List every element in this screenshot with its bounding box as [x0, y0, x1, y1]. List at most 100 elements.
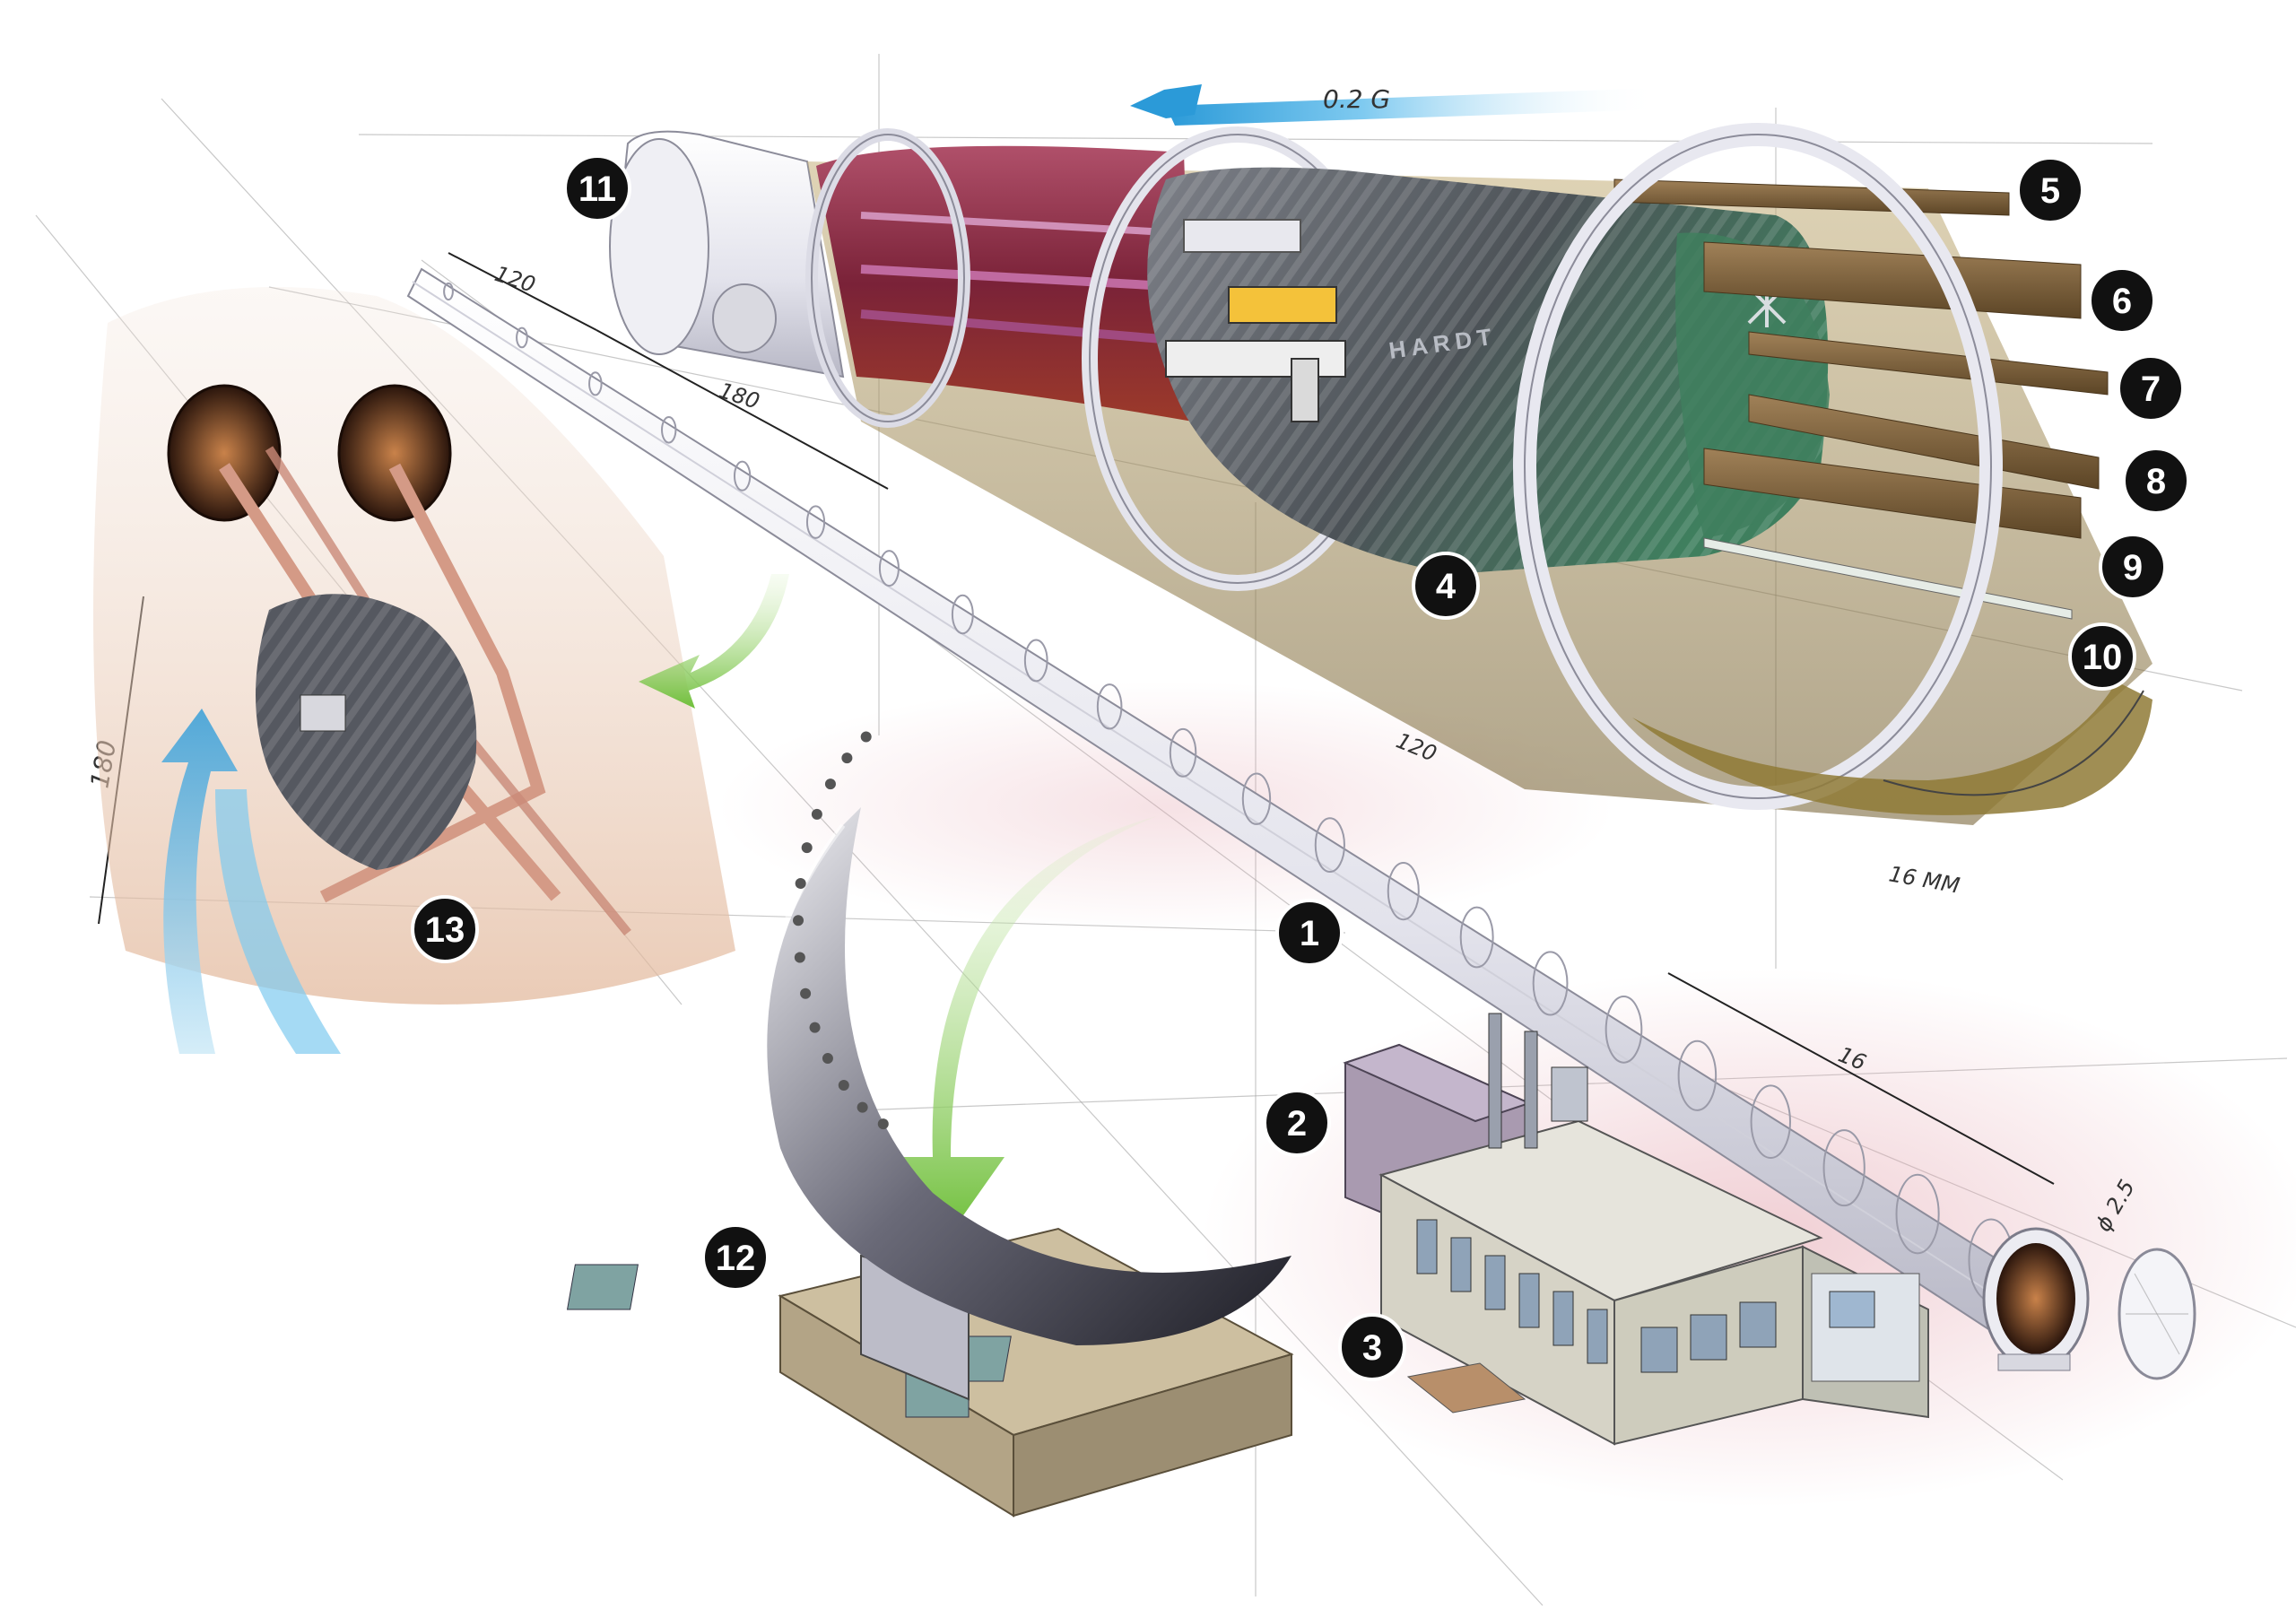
tube-ring	[588, 371, 603, 396]
callout-number: 7	[2141, 370, 2161, 409]
pipe-cluster	[1488, 1013, 1588, 1149]
tube-ring	[1314, 817, 1345, 874]
callout-number: 13	[425, 910, 465, 950]
tube-ring	[805, 505, 826, 539]
callout-number: 2	[1287, 1104, 1307, 1144]
tube-end-portal	[1982, 1227, 2090, 1371]
bolt-hole	[822, 1053, 833, 1065]
vacuum-port-icon	[712, 283, 777, 353]
callout-badge	[411, 895, 479, 963]
callout-badge	[2117, 354, 2185, 422]
callout-badge	[1263, 1089, 1331, 1157]
building-window	[1739, 1301, 1777, 1348]
tube-ring	[661, 415, 677, 444]
tube-ring	[1822, 1129, 1866, 1207]
callout-9: 9	[2099, 533, 2167, 601]
callout-number: 6	[2112, 282, 2132, 321]
tube-ring	[1677, 1040, 1718, 1111]
dim-120-top: 120	[491, 261, 538, 298]
callout-badge	[2016, 156, 2084, 224]
bolt-hole	[857, 1101, 868, 1113]
bolt-hole	[793, 915, 804, 926]
switch-detail	[93, 287, 735, 1005]
tube-shadow	[718, 682, 1614, 933]
tube-ring	[733, 460, 752, 491]
callout-6: 6	[2088, 266, 2156, 335]
tube-support	[566, 731, 1294, 1518]
callout-3: 3	[1338, 1313, 1406, 1381]
tube-ring	[1605, 996, 1643, 1064]
bolt-hole	[795, 878, 806, 890]
building-window	[1484, 1255, 1506, 1310]
control-building	[1378, 1119, 1929, 1446]
callout-number: 10	[2083, 638, 2123, 677]
bolt-hole	[841, 752, 853, 764]
callout-number: 1	[1300, 914, 1319, 953]
bolt-hole	[824, 779, 836, 790]
callout-10: 10	[2068, 622, 2136, 691]
green-arrow-small	[639, 574, 789, 709]
tube-ring	[1096, 683, 1123, 730]
building-window	[1416, 1219, 1438, 1274]
dim-180: 180	[716, 378, 762, 414]
callout-number: 12	[716, 1239, 756, 1278]
airflow-arrow	[161, 709, 341, 1054]
tube-ring	[1459, 906, 1494, 969]
callout-13: 13	[411, 895, 479, 963]
callout-badge	[2068, 622, 2136, 691]
tube-rings	[443, 282, 2014, 1302]
callout-number: 11	[578, 170, 616, 209]
callout-badge	[2122, 447, 2190, 515]
callout-number: 3	[1362, 1328, 1382, 1368]
bolt-hole	[811, 808, 822, 820]
bolt-holes	[793, 731, 889, 1130]
building-window	[1640, 1327, 1678, 1373]
callout-7: 7	[2117, 354, 2185, 422]
callout-badge	[1338, 1313, 1406, 1381]
cutaway-tube: HARDT	[609, 123, 2152, 825]
building-window	[1450, 1237, 1472, 1292]
building-windows	[1416, 1219, 1777, 1373]
bolt-hole	[877, 1118, 889, 1130]
dim-16mm: 16 MM	[1887, 861, 1962, 898]
callout-badge	[2088, 266, 2156, 335]
tube-ring	[1532, 951, 1569, 1016]
callout-number: 8	[2146, 462, 2166, 501]
callout-number: 9	[2123, 548, 2143, 587]
bolt-hole	[809, 1022, 821, 1033]
building-window	[1518, 1273, 1540, 1328]
tube-ring	[1387, 861, 1420, 921]
callout-2: 2	[1263, 1089, 1331, 1157]
tube-ring	[1169, 727, 1197, 778]
callout-8: 8	[2122, 447, 2190, 515]
tube-ring	[516, 326, 528, 349]
callout-12: 12	[701, 1223, 770, 1292]
rails	[1613, 178, 2109, 620]
callout-badge	[1275, 899, 1344, 967]
building-window	[1552, 1291, 1574, 1346]
tube-ring	[1895, 1173, 1940, 1255]
callout-number: 4	[1436, 567, 1457, 606]
callout-number: 5	[2040, 171, 2060, 211]
building-window	[1690, 1314, 1727, 1361]
callout-11: 11	[563, 154, 631, 222]
callout-badge	[2099, 533, 2167, 601]
green-arrow-large	[888, 816, 1157, 1233]
tube-ring	[443, 282, 454, 301]
callout-5: 5	[2016, 156, 2084, 224]
tube-ring	[1750, 1084, 1791, 1160]
tube-ring	[951, 594, 974, 635]
bolt-hole	[800, 987, 812, 999]
building-window	[1587, 1309, 1608, 1364]
callout-badge	[701, 1223, 770, 1292]
bolt-hole	[794, 952, 805, 963]
callout-4: 4	[1412, 552, 1480, 620]
callout-badge	[1412, 552, 1480, 620]
tube-ring	[1241, 772, 1272, 825]
bolt-hole	[860, 731, 872, 743]
callout-1: 1	[1275, 899, 1344, 967]
bolt-hole	[838, 1080, 849, 1092]
tube-ring	[878, 550, 900, 587]
